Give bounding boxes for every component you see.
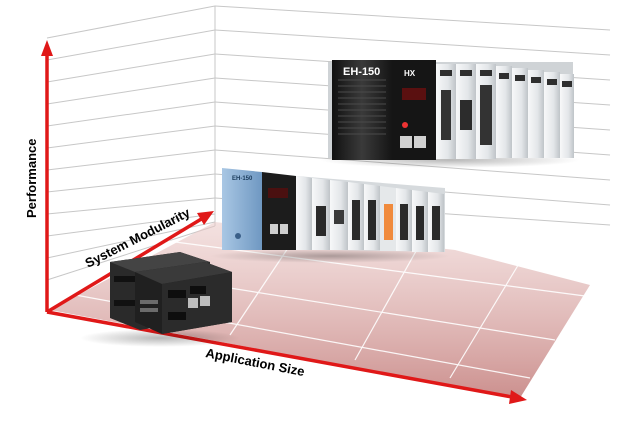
- mid-plc-shadow: [210, 249, 450, 263]
- application-size-axis: [46, 310, 513, 399]
- small-plc-units: [80, 252, 240, 347]
- modularity-arrowhead: [197, 211, 214, 225]
- mid-plc-model-label: EH-150: [232, 176, 253, 182]
- mid-plc-rack: EH-150: [210, 168, 450, 263]
- large-plc-rack: EH-150 HX: [320, 60, 580, 168]
- large-plc-badge: HX: [404, 69, 416, 78]
- performance-label: Performance: [24, 139, 39, 218]
- performance-arrowhead: [41, 40, 53, 56]
- axes: [41, 40, 527, 404]
- application-size-arrowhead: [509, 390, 527, 404]
- small-plc-shadow: [80, 329, 240, 347]
- blue-power-supply: [222, 168, 262, 250]
- large-plc-model-label: EH-150: [343, 66, 380, 78]
- mid-cpu-module: [262, 172, 296, 250]
